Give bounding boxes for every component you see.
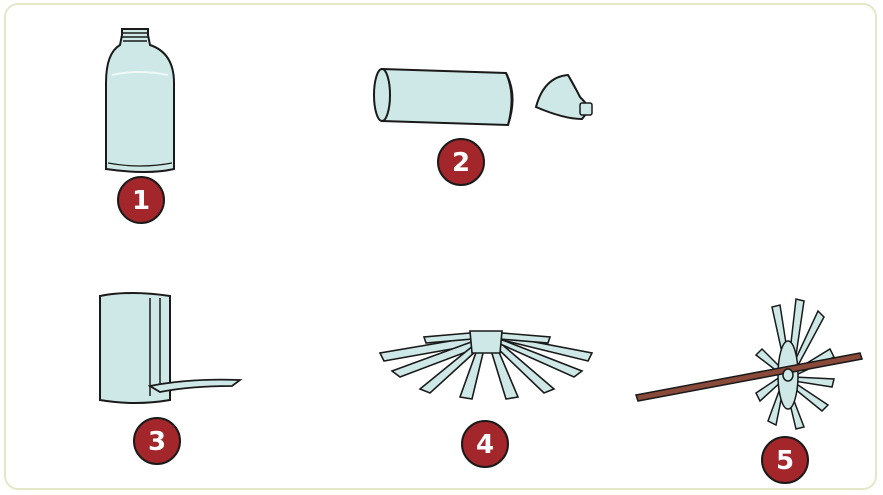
pinwheel-on-stick-icon: [628, 295, 868, 435]
step-3: 3: [90, 290, 260, 470]
step-number-badge: 1: [116, 175, 166, 225]
step-1: 1: [98, 23, 188, 233]
step-2: 2: [368, 63, 608, 193]
bottle-icon: [98, 23, 188, 183]
step-number: 3: [148, 427, 166, 457]
step-number: 2: [452, 148, 470, 178]
fanned-blades-icon: [374, 323, 594, 403]
step-number-badge: 2: [436, 137, 486, 187]
step-number: 1: [132, 186, 150, 216]
cut-bottle-icon: [368, 63, 608, 133]
cutting-strips-icon: [90, 290, 260, 410]
step-number-badge: 5: [760, 435, 810, 485]
step-number-badge: 3: [132, 416, 182, 466]
step-number: 4: [476, 430, 494, 460]
step-number-badge: 4: [460, 419, 510, 469]
step-5: 5: [628, 295, 868, 487]
step-number: 5: [776, 446, 794, 476]
instruction-panel: 1 2 3: [4, 3, 877, 490]
step-4: 4: [374, 323, 594, 473]
